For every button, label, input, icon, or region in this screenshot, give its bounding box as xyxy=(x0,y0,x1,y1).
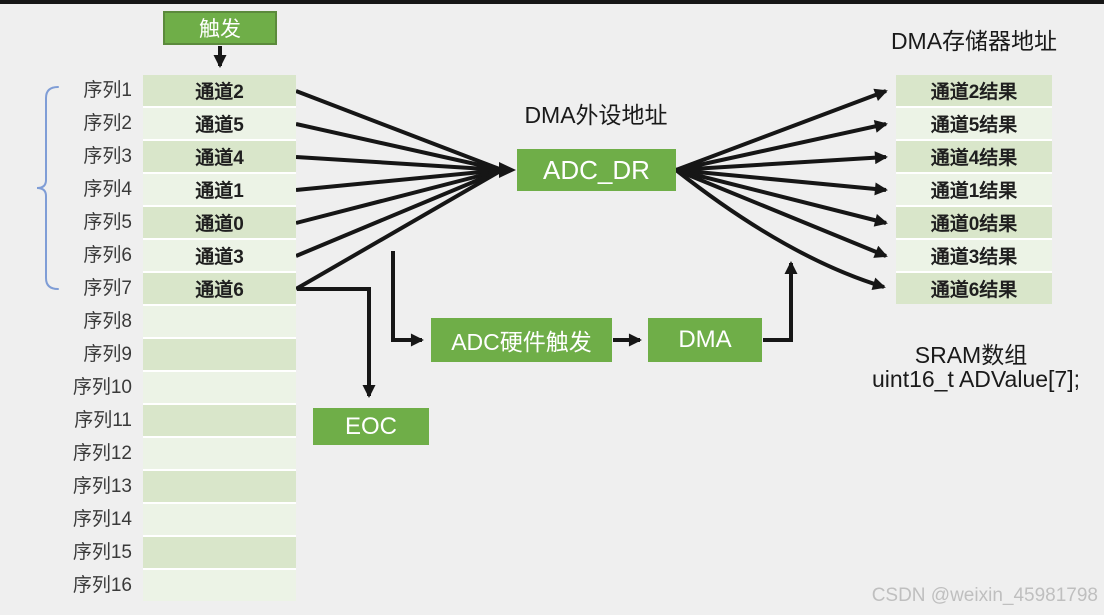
sequence-label: 序列1 xyxy=(83,80,132,101)
channel-cell: 通道3 xyxy=(143,240,296,271)
arrow-dma-up xyxy=(763,261,798,342)
arrow-to-eoc xyxy=(297,287,376,398)
result-cell: 通道1结果 xyxy=(896,174,1052,205)
sequence-label: 序列5 xyxy=(83,212,132,233)
result-cell: 通道6结果 xyxy=(896,273,1052,304)
sequence-label: 序列4 xyxy=(83,179,132,200)
sequence-label: 序列7 xyxy=(83,278,132,299)
channel-table: 通道2 通道5 通道4 通道1 通道0 通道3 通道6 xyxy=(143,75,296,601)
result-cell: 通道2结果 xyxy=(896,75,1052,106)
sequence-label: 序列10 xyxy=(72,377,132,398)
channel-cell xyxy=(143,372,296,403)
arrow-to-adc-hw-trigger xyxy=(391,251,424,347)
adc-hw-trigger-box: ADC硬件触发 xyxy=(431,318,612,362)
trigger-box: 触发 xyxy=(163,11,277,45)
sequence-label: 序列12 xyxy=(72,443,132,464)
result-cell: 通道0结果 xyxy=(896,207,1052,238)
channel-cell: 通道1 xyxy=(143,174,296,205)
sram-declaration-label: uint16_t ADValue[7]; xyxy=(872,366,1080,392)
result-cell: 通道3结果 xyxy=(896,240,1052,271)
top-black-bar xyxy=(0,0,1104,4)
dma-box: DMA xyxy=(648,318,762,362)
sequence-label: 序列11 xyxy=(74,410,132,431)
sram-array-label: SRAM数组 xyxy=(914,342,1028,368)
channel-cell xyxy=(143,537,296,568)
result-table: 通道2结果 通道5结果 通道4结果 通道1结果 通道0结果 通道3结果 通道6结… xyxy=(896,75,1052,304)
fan-arrowhead xyxy=(499,162,516,178)
csdn-watermark: CSDN @weixin_45981798 xyxy=(871,585,1098,606)
channel-cell xyxy=(143,306,296,337)
channel-cell: 通道6 xyxy=(143,273,296,304)
channel-cell xyxy=(143,438,296,469)
sequence-label: 序列15 xyxy=(72,542,132,563)
sequence-label: 序列16 xyxy=(72,575,132,596)
channel-cell: 通道4 xyxy=(143,141,296,172)
dma-memory-address-label: DMA存储器地址 xyxy=(890,28,1058,54)
sequence-label: 序列14 xyxy=(72,509,132,530)
channel-cell: 通道0 xyxy=(143,207,296,238)
channel-cell: 通道5 xyxy=(143,108,296,139)
sequence-label: 序列8 xyxy=(83,311,132,332)
result-cell: 通道5结果 xyxy=(896,108,1052,139)
sequence-label: 序列13 xyxy=(72,476,132,497)
sequence-label: 序列6 xyxy=(83,245,132,266)
eoc-box: EOC xyxy=(313,408,429,445)
channel-cell xyxy=(143,471,296,502)
sequence-label: 序列3 xyxy=(83,146,132,167)
channel-cell xyxy=(143,504,296,535)
channel-cell xyxy=(143,339,296,370)
channel-cell xyxy=(143,405,296,436)
adc-dr-box: ADC_DR xyxy=(517,149,676,191)
sequence-label: 序列9 xyxy=(83,344,132,365)
channel-cell xyxy=(143,570,296,601)
result-cell: 通道4结果 xyxy=(896,141,1052,172)
sequence-label: 序列2 xyxy=(83,113,132,134)
channel-cell: 通道2 xyxy=(143,75,296,106)
dma-peripheral-address-label: DMA外设地址 xyxy=(524,102,668,128)
